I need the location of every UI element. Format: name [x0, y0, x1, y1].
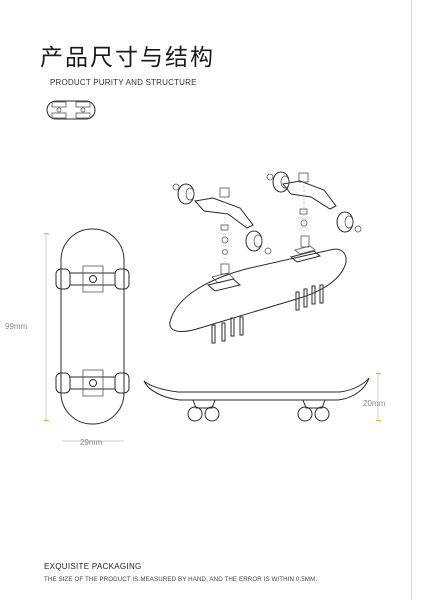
height-dimension-label: 20mm — [363, 399, 386, 408]
length-dimension-label: 99mm — [5, 322, 28, 331]
small-board-icon — [46, 100, 96, 120]
page-subtitle: PRODUCT PURITY AND STRUCTURE — [50, 78, 197, 87]
top-view-board — [55, 228, 130, 425]
right-edge-line — [411, 0, 412, 600]
footer-note: THE SIZE OF THE PRODUCT IS MEASURED BY H… — [44, 576, 318, 583]
side-view-board — [143, 377, 370, 422]
exploded-board — [169, 171, 362, 344]
footer-heading: EXQUISITE PACKAGING — [44, 562, 142, 571]
page-title: 产品尺寸与结构 — [40, 45, 215, 71]
width-dimension-label: 29mm — [80, 438, 103, 447]
